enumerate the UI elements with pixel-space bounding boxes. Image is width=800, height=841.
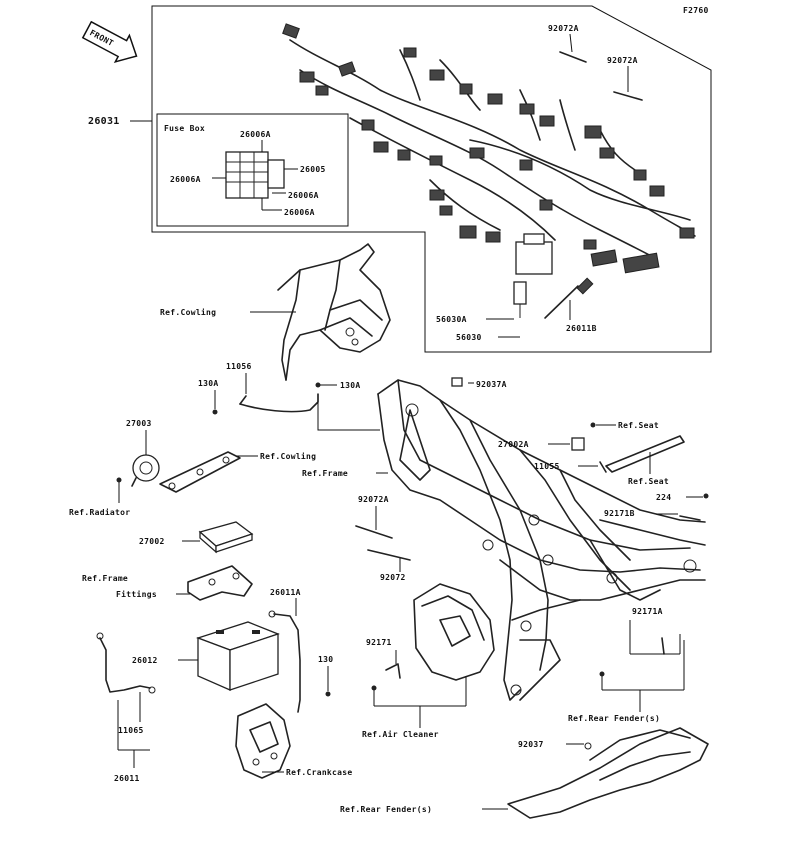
clip-92171B-icon bbox=[679, 515, 701, 521]
clamp-92072-icon bbox=[367, 549, 411, 561]
label-92072A-2: 92072A bbox=[607, 56, 638, 65]
cable-26011A-drawing bbox=[268, 610, 301, 713]
bolt-130A-right-icon bbox=[315, 382, 321, 388]
stay-11056-drawing bbox=[239, 393, 319, 413]
label-130A-2: 130A bbox=[340, 381, 360, 390]
ref-air-cleaner: Ref.Air Cleaner bbox=[362, 729, 439, 739]
crankcase-cover-drawing bbox=[235, 703, 291, 779]
bolt-radiator-icon bbox=[116, 477, 122, 483]
ref-frame-fittings-2: Fittings bbox=[116, 589, 157, 599]
air-cleaner-housing-drawing bbox=[413, 583, 495, 681]
label-130: 130 bbox=[318, 655, 333, 664]
fuse-box-inset bbox=[156, 113, 349, 227]
clip-92037A-icon bbox=[451, 377, 463, 387]
fuse-part-right-1: 26005 bbox=[300, 165, 326, 174]
ref-rear-fender-2: Ref.Rear Fender(s) bbox=[340, 805, 432, 814]
frame-drawing bbox=[377, 379, 706, 701]
ref-seat-2: Ref.Seat bbox=[628, 477, 669, 486]
clip-92072A-second-icon bbox=[613, 91, 643, 101]
label-92072A-1: 92072A bbox=[548, 24, 579, 33]
relay-27002A-icon bbox=[571, 437, 585, 451]
label-26031: 26031 bbox=[88, 116, 120, 127]
bolt-rear-fender-icon bbox=[599, 671, 605, 677]
rear-fender-drawing bbox=[507, 727, 709, 819]
fuse-part-left: 26006A bbox=[170, 175, 201, 184]
label-130A-1: 130A bbox=[198, 379, 218, 388]
fuse-box-icon bbox=[225, 151, 285, 199]
battery-26012-icon bbox=[196, 621, 280, 691]
label-11056: 11056 bbox=[226, 362, 252, 371]
horn-bracket-drawing bbox=[159, 451, 241, 493]
label-27002A: 27002A bbox=[498, 440, 529, 449]
label-92037: 92037 bbox=[518, 740, 544, 749]
label-11065: 11065 bbox=[118, 726, 144, 735]
ref-seat-1: Ref.Seat bbox=[618, 421, 659, 430]
ref-radiator: Ref.Radiator bbox=[69, 507, 130, 517]
label-92037A: 92037A bbox=[476, 380, 507, 389]
clamp-92072A-icon bbox=[355, 525, 393, 539]
label-224: 224 bbox=[656, 493, 671, 502]
harness-boundary bbox=[151, 5, 712, 353]
front-arrow-icon: FRONT bbox=[81, 20, 138, 63]
label-56030: 56030 bbox=[456, 333, 482, 342]
bolt-seat-icon bbox=[590, 422, 596, 428]
label-27003: 27003 bbox=[126, 419, 152, 428]
bolt-air-cleaner-icon bbox=[371, 685, 377, 691]
ref-frame-fittings-1: Ref.Frame bbox=[82, 574, 128, 583]
clamp-11055-icon bbox=[599, 461, 607, 473]
ref-cowling-1: Ref.Cowling bbox=[160, 307, 216, 317]
label-92171: 92171 bbox=[366, 638, 392, 647]
bolt-224-icon bbox=[703, 493, 709, 499]
label-26012: 26012 bbox=[132, 656, 158, 665]
ref-cowling-2: Ref.Cowling bbox=[260, 451, 316, 461]
fuse-part-top: 26006A bbox=[240, 130, 271, 139]
cowling-bracket-drawing bbox=[277, 243, 391, 381]
label-56030A: 56030A bbox=[436, 315, 467, 324]
bolt-130A-left-icon bbox=[212, 409, 218, 415]
fuse-part-right-2: 26006A bbox=[288, 191, 319, 200]
ref-frame: Ref.Frame bbox=[302, 469, 348, 478]
label-26011A: 26011A bbox=[270, 588, 301, 597]
fuse-part-bottom: 26006A bbox=[284, 208, 315, 217]
frame-fittings-bracket-drawing bbox=[187, 565, 253, 601]
label-92072A-3: 92072A bbox=[358, 495, 389, 504]
ref-rear-fender-1: Ref.Rear Fender(s) bbox=[568, 714, 660, 723]
main-harness-drawing bbox=[282, 23, 696, 319]
label-92072: 92072 bbox=[380, 573, 406, 582]
fuse-box-title: Fuse Box bbox=[164, 124, 205, 133]
seat-stay-drawing bbox=[605, 435, 685, 473]
clip-92072A-top-icon bbox=[559, 51, 587, 63]
label-92171B: 92171B bbox=[604, 509, 635, 518]
figure-code: F2760 bbox=[683, 6, 709, 15]
bolt-130-icon bbox=[325, 691, 331, 697]
cable-26011-drawing bbox=[96, 632, 156, 694]
label-26011B: 26011B bbox=[566, 324, 597, 333]
label-26011: 26011 bbox=[114, 774, 140, 783]
label-92171A: 92171A bbox=[632, 607, 663, 616]
clip-92171A-icon bbox=[661, 637, 665, 655]
label-11055: 11055 bbox=[534, 462, 560, 471]
ecu-27002-icon bbox=[198, 521, 254, 554]
ref-crankcase: Ref.Crankcase bbox=[286, 768, 353, 777]
clip-92171-icon bbox=[385, 663, 401, 679]
label-27002: 27002 bbox=[139, 537, 165, 546]
horn-27003-icon bbox=[131, 454, 160, 487]
